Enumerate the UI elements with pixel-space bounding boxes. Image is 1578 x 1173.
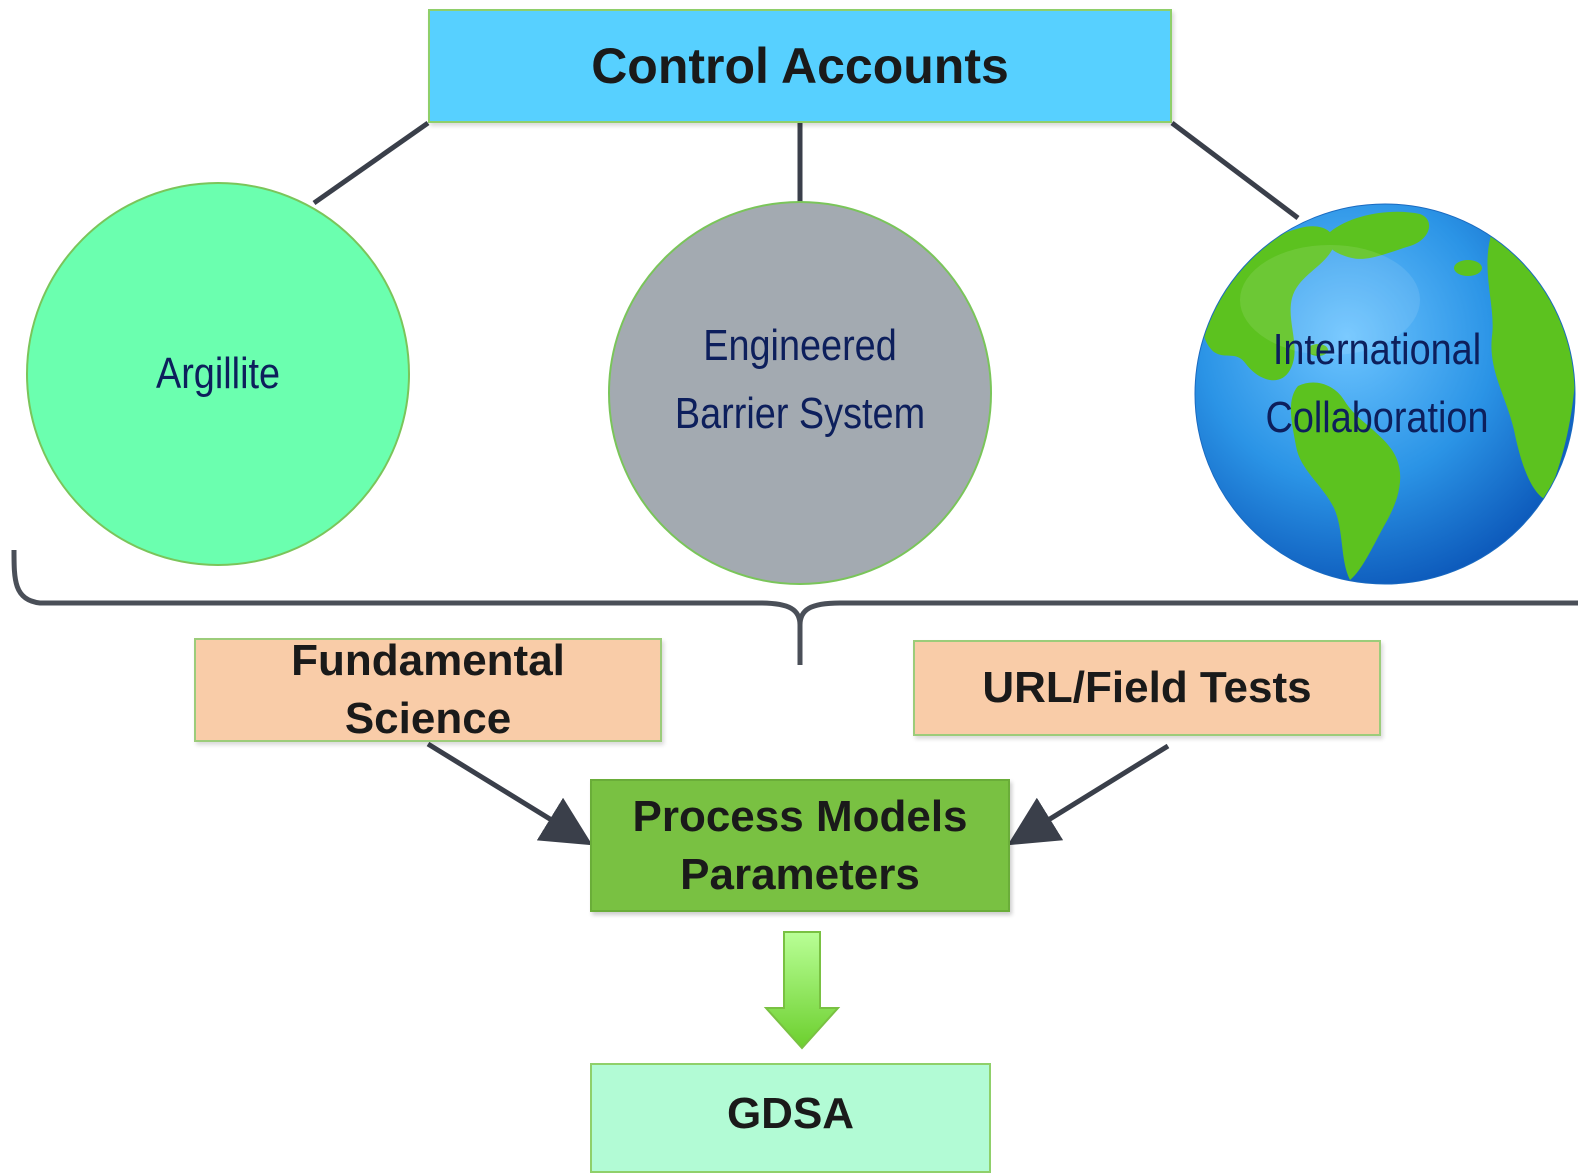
connector-to-argillite xyxy=(312,120,430,206)
engineered-barrier-label-wrap: Engineered Barrier System xyxy=(645,312,955,448)
arrow-fundamental-to-process xyxy=(426,741,593,846)
argillite-label-wrap: Argillite xyxy=(89,340,347,408)
arrow-url-to-process xyxy=(1007,743,1170,846)
url-field-tests-box: URL/Field Tests xyxy=(913,640,1381,736)
argillite-label: Argillite xyxy=(155,349,281,398)
fundamental-science-line2: Science xyxy=(344,694,512,743)
engineered-barrier-circle xyxy=(608,201,992,585)
grouping-brace xyxy=(11,549,1578,665)
fundamental-science-line1: Fundamental xyxy=(291,636,565,685)
engineered-barrier-line1: Engineered xyxy=(703,321,897,370)
gdsa-box: GDSA xyxy=(590,1063,991,1173)
control-accounts-label: Control Accounts xyxy=(591,38,1009,94)
international-collaboration-line1: International xyxy=(1272,325,1482,374)
argillite-circle xyxy=(26,182,410,566)
globe-outline xyxy=(1194,203,1576,585)
gdsa-label: GDSA xyxy=(726,1089,855,1138)
process-models-line2: Parameters xyxy=(680,849,920,899)
international-collaboration-line2: Collaboration xyxy=(1265,393,1489,442)
process-models-line1: Process Models xyxy=(632,791,968,841)
connector-to-international-collaboration xyxy=(1170,121,1300,220)
engineered-barrier-line2: Barrier System xyxy=(674,389,926,438)
fundamental-science-box: Fundamental Science xyxy=(194,636,662,743)
process-models-box: Process Models Parameters xyxy=(590,779,1010,912)
international-collaboration-label-wrap: International Collaboration xyxy=(1222,316,1532,452)
url-field-tests-label: URL/Field Tests xyxy=(982,663,1312,712)
down-arrow-icon xyxy=(763,931,841,1050)
control-accounts-box: Control Accounts xyxy=(428,9,1172,123)
